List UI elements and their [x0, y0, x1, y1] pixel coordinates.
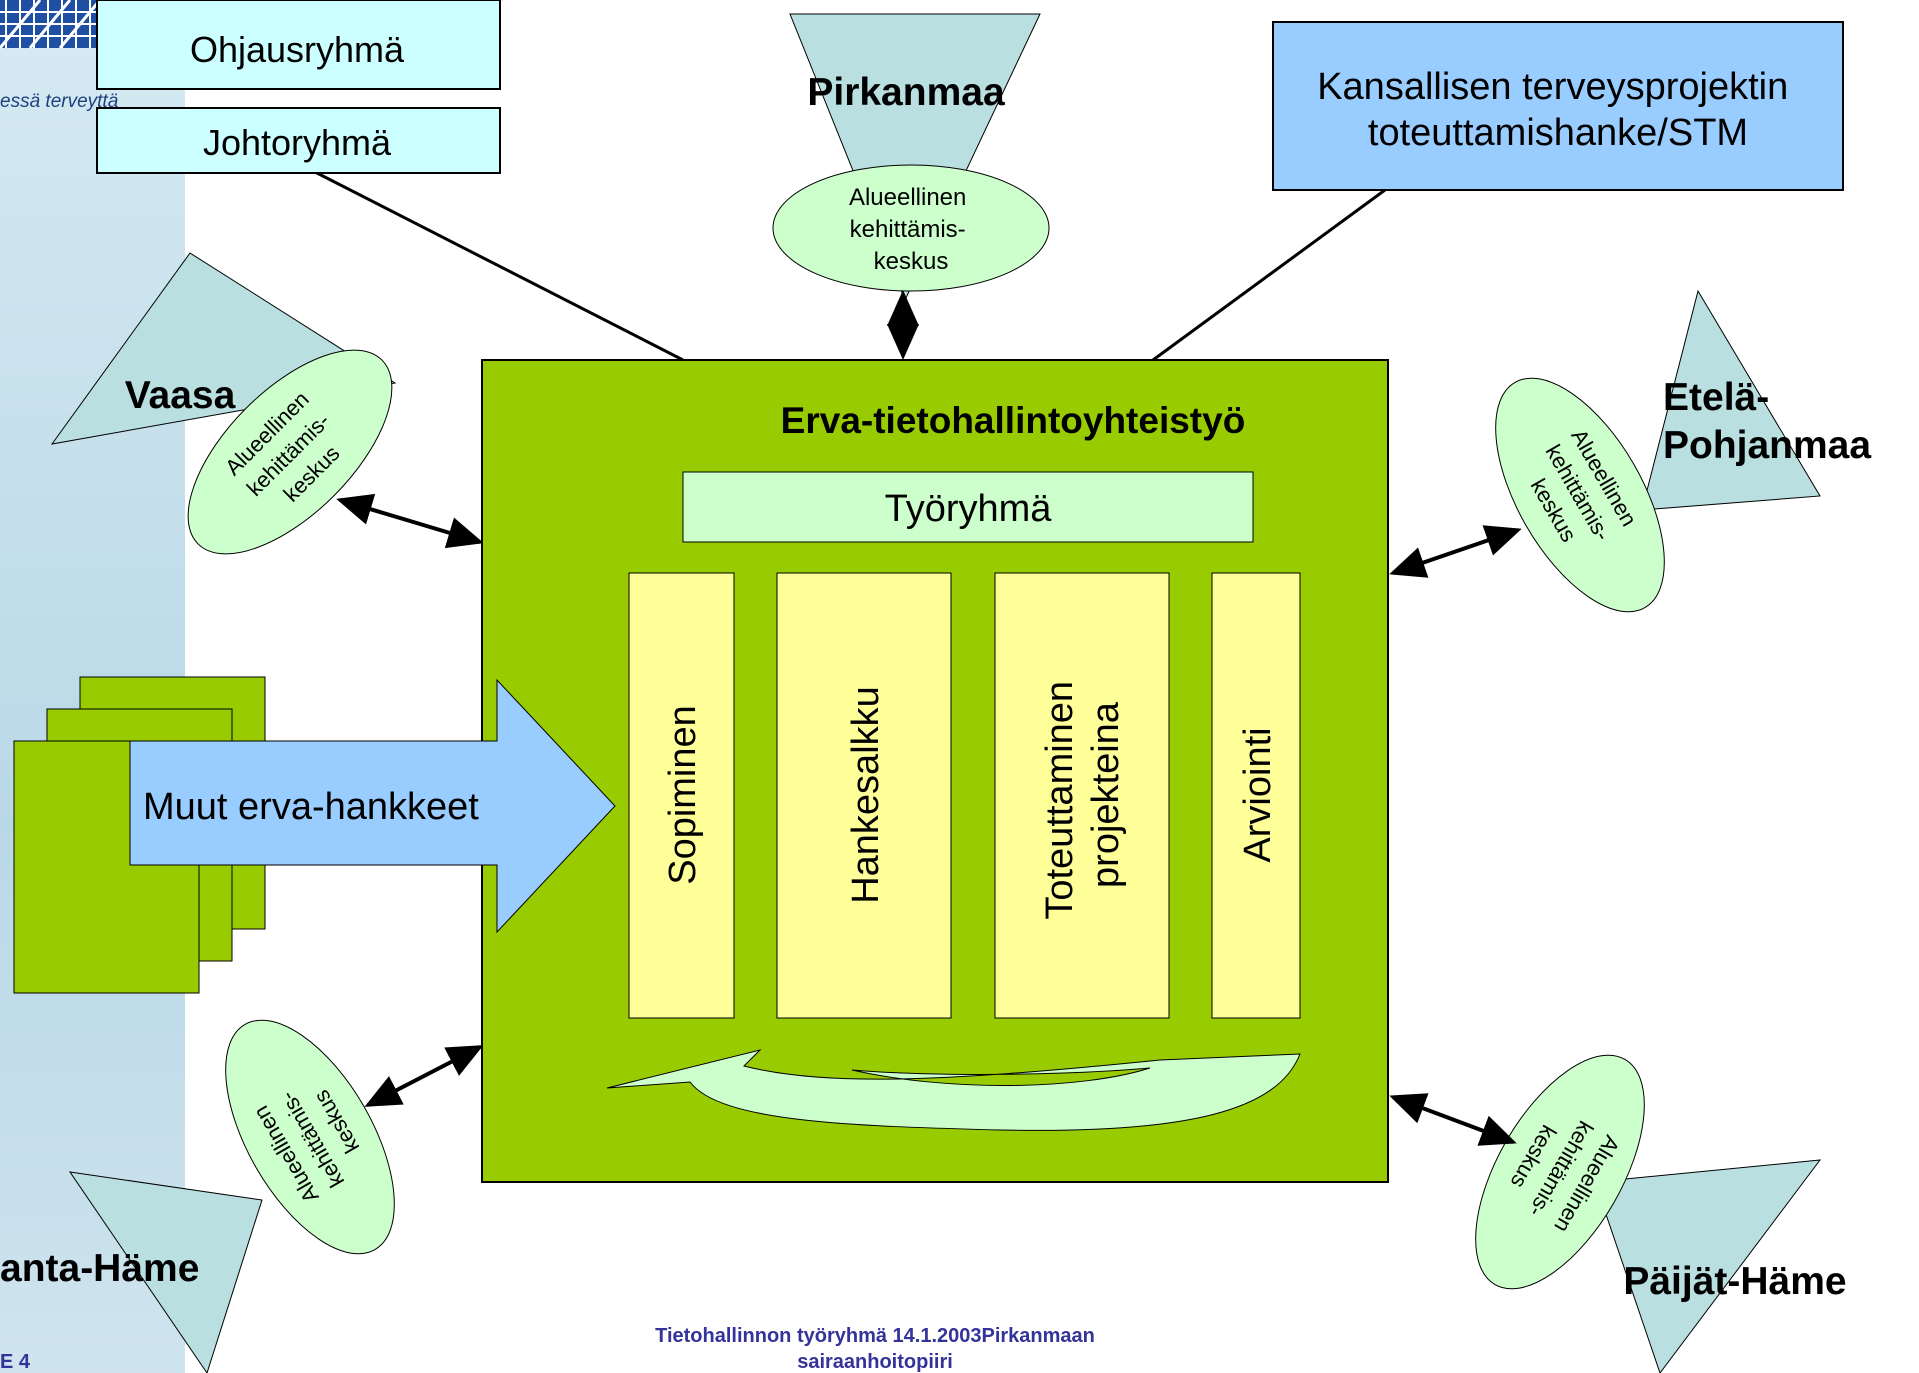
phase-box-sopiminen — [628, 572, 735, 1019]
footer-line1: Tietohallinnon työryhmä 14.1.2003Pirkanm… — [655, 1325, 1095, 1347]
arrow-vaasa — [336, 493, 484, 549]
phase-box-arviointi — [1211, 572, 1301, 1019]
national-project-label: Kansallisen terveysprojektin toteuttamis… — [1317, 66, 1799, 154]
phase-box-toteuttaminen — [994, 572, 1170, 1019]
steering-group-box — [96, 0, 501, 90]
phase-box-hankesalkku — [776, 572, 952, 1019]
connector-johtoryhma — [314, 170, 684, 362]
region-label-etela-pohjanmaa: Etelä- Pohjanmaa — [1663, 376, 1871, 467]
phase-label-sopiminen: Sopiminen — [662, 705, 704, 885]
region-label-paijat-hame: Päijät-Häme — [1623, 1260, 1846, 1303]
arrow-etela-pohjanmaa — [1389, 525, 1522, 578]
region-label-kanta-hame: anta-Häme — [0, 1247, 199, 1290]
region-triangle-pirkanmaa — [789, 13, 1041, 302]
national-project-box — [1272, 21, 1844, 191]
logo-motto: essä terveyttä — [0, 91, 118, 112]
region-triangle-etela-pohjanmaa — [1641, 289, 1821, 511]
phase-label-toteuttaminen: Toteuttaminen projekteina — [1039, 670, 1127, 919]
dev-center-etela-pohjanmaa: Alueellinen kehittämis- keskus — [1495, 377, 1665, 613]
logo — [0, 0, 102, 49]
working-group-box — [682, 471, 1254, 543]
cycle-arrow — [606, 1049, 1301, 1131]
other-projects-label: Muut erva-hankkeet — [143, 786, 479, 828]
region-triangle-paijat-hame — [1594, 1159, 1822, 1373]
phase-label-hankesalkku: Hankesalkku — [845, 686, 887, 904]
arrow-kanta-hame — [364, 1045, 484, 1107]
footer-line2: sairaanhoitopiiri — [797, 1351, 953, 1373]
steering-group-label: Ohjausryhmä — [190, 29, 405, 70]
management-group-label: Johtoryhmä — [203, 122, 392, 163]
working-group-label: Työryhmä — [885, 488, 1053, 530]
region-triangle-kanta-hame — [68, 1171, 263, 1373]
dev-center-text-pirkanmaa: Alueellinen kehittämis- keskus — [849, 184, 973, 275]
region-label-vaasa: Vaasa — [125, 374, 236, 417]
connector-national-project — [1152, 188, 1386, 362]
central-title: Erva-tietohallintoyhteistyö — [781, 400, 1246, 441]
phase-label-arviointi: Arviointi — [1237, 727, 1279, 862]
arrow-paijat-hame — [1389, 1093, 1517, 1146]
dev-center-kanta-hame: Alueellinen kehittämis- keskus — [225, 1019, 395, 1255]
other-projects-arrow — [129, 678, 616, 934]
management-group-box — [96, 107, 501, 174]
page-number-fragment: E 4 — [0, 1351, 31, 1373]
region-label-pirkanmaa: Pirkanmaa — [807, 71, 1005, 114]
